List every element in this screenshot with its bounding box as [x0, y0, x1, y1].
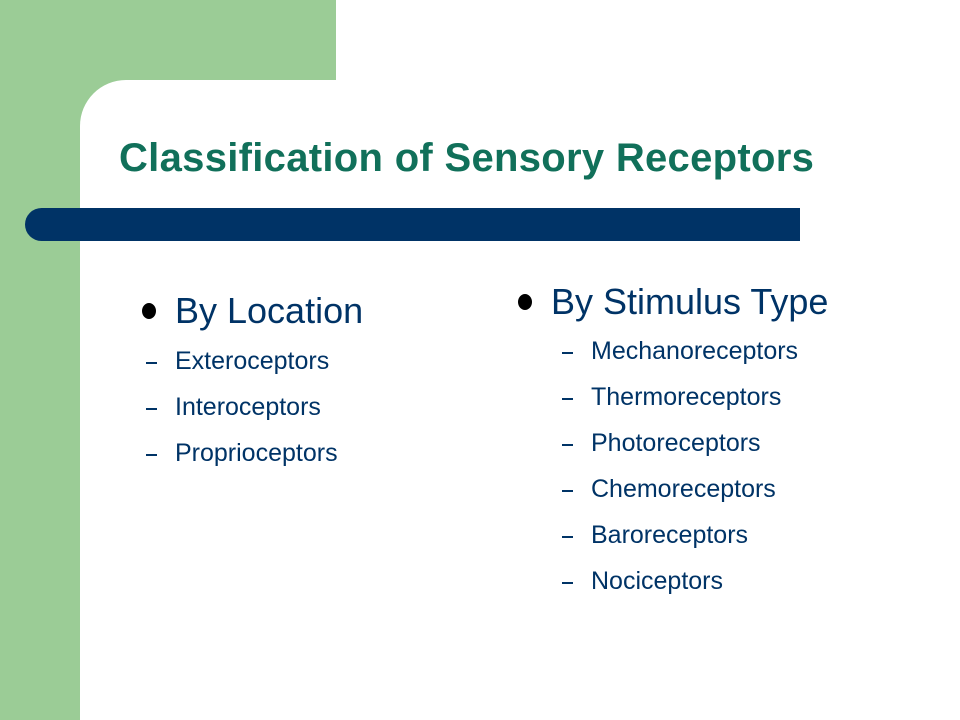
list-item-label: Chemoreceptors [591, 474, 776, 503]
dash-icon [562, 582, 573, 584]
bullet-icon [518, 294, 532, 310]
stimulus-column: By Stimulus Type Mechanoreceptors Thermo… [518, 281, 828, 604]
list-item: Exteroceptors [146, 338, 363, 384]
list-item-label: Interoceptors [175, 392, 321, 421]
list-item: Chemoreceptors [562, 466, 828, 512]
list-item-label: Proprioceptors [175, 438, 338, 467]
slide-title: Classification of Sensory Receptors [119, 136, 815, 180]
bullet-icon [142, 303, 156, 319]
dash-icon [146, 454, 157, 456]
list-item: Nociceptors [562, 558, 828, 604]
dash-icon [562, 444, 573, 446]
list-item: Proprioceptors [146, 430, 363, 476]
list-item: Interoceptors [146, 384, 363, 430]
list-item: Baroreceptors [562, 512, 828, 558]
dash-icon [562, 352, 573, 354]
list-item: Mechanoreceptors [562, 328, 828, 374]
dash-icon [146, 408, 157, 410]
content-panel [80, 80, 960, 720]
dash-icon [146, 362, 157, 364]
location-heading-row: By Location [142, 290, 363, 332]
dash-icon [562, 490, 573, 492]
list-item-label: Thermoreceptors [591, 382, 782, 411]
list-item-label: Photoreceptors [591, 428, 761, 457]
stimulus-heading: By Stimulus Type [551, 281, 829, 322]
list-item: Thermoreceptors [562, 374, 828, 420]
stimulus-list: Mechanoreceptors Thermoreceptors Photore… [562, 328, 828, 604]
location-heading: By Location [175, 290, 364, 331]
list-item-label: Baroreceptors [591, 520, 749, 549]
location-list: Exteroceptors Interoceptors Propriocepto… [146, 338, 363, 476]
list-item-label: Exteroceptors [175, 346, 330, 375]
dash-icon [562, 536, 573, 538]
location-column: By Location Exteroceptors Interoceptors … [142, 290, 363, 476]
title-underline-bar [25, 208, 800, 241]
list-item-label: Nociceptors [591, 566, 723, 595]
dash-icon [562, 398, 573, 400]
list-item-label: Mechanoreceptors [591, 336, 799, 365]
list-item: Photoreceptors [562, 420, 828, 466]
stimulus-heading-row: By Stimulus Type [518, 281, 828, 323]
